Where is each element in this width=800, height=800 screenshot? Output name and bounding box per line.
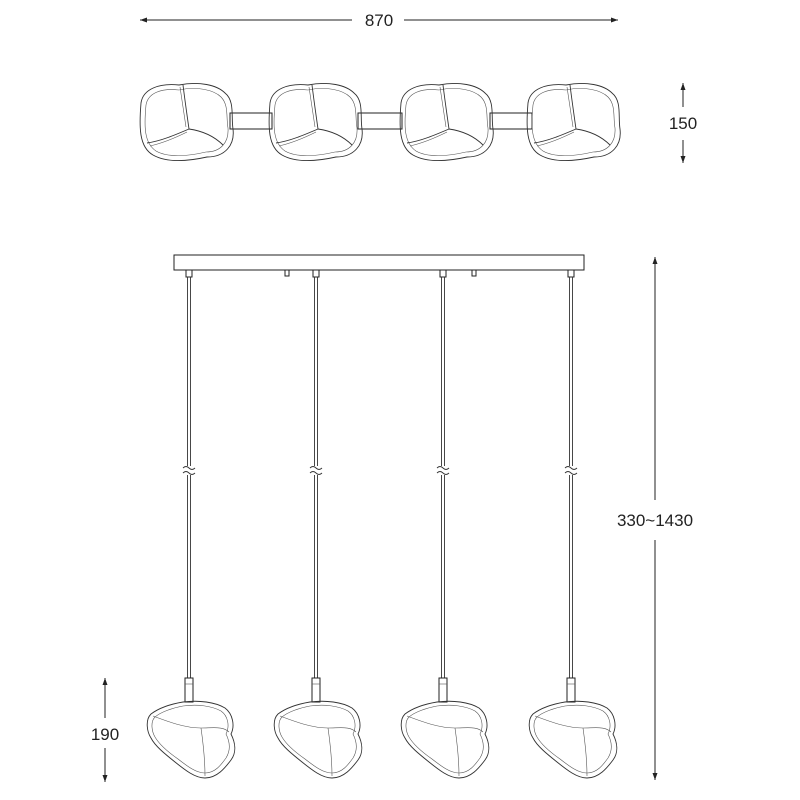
pendant: [528, 269, 618, 779]
socket-holder: [566, 677, 576, 703]
pendant: [273, 269, 363, 779]
depth-label: 150: [669, 114, 697, 133]
width-label: 870: [365, 11, 393, 30]
cord-grip: [567, 269, 575, 278]
depth-dimension: 150: [669, 83, 697, 163]
mounting-screw: [471, 269, 477, 277]
top-connector-bar: [489, 112, 533, 130]
glass-shade: [528, 700, 618, 779]
top-shade: [139, 82, 234, 161]
top-shades: [139, 82, 621, 161]
suspension-label: 330~1430: [617, 511, 693, 530]
socket-holder: [311, 677, 321, 703]
cord-break-symbol: [564, 466, 578, 470]
shade-height-dimension: 190: [91, 678, 119, 782]
cord-break-symbol: [436, 466, 450, 470]
pendants: [146, 269, 618, 779]
front-view: [146, 254, 618, 779]
ceiling-canopy: [173, 254, 585, 271]
glass-shade: [273, 700, 363, 779]
pendant: [400, 269, 490, 779]
cord-break-symbol: [309, 466, 323, 470]
pendant: [146, 269, 236, 779]
top-connector-bar: [357, 112, 403, 130]
socket-holder: [184, 677, 194, 703]
top-view: [139, 82, 621, 161]
glass-shade: [146, 700, 236, 779]
top-shade: [526, 82, 621, 161]
cord-grip: [439, 269, 447, 278]
socket-holder: [438, 677, 448, 703]
cord-grip: [312, 269, 320, 278]
cord-break-symbol: [182, 466, 196, 470]
mounting-screw: [284, 269, 290, 277]
top-shade: [268, 82, 363, 161]
top-shade: [399, 82, 494, 161]
top-connector-bar: [229, 112, 273, 130]
cord-grip: [185, 269, 193, 278]
width-dimension: 870: [140, 11, 618, 30]
shade-height-label: 190: [91, 725, 119, 744]
suspension-dimension: 330~1430: [617, 257, 693, 780]
glass-shade: [400, 700, 490, 779]
